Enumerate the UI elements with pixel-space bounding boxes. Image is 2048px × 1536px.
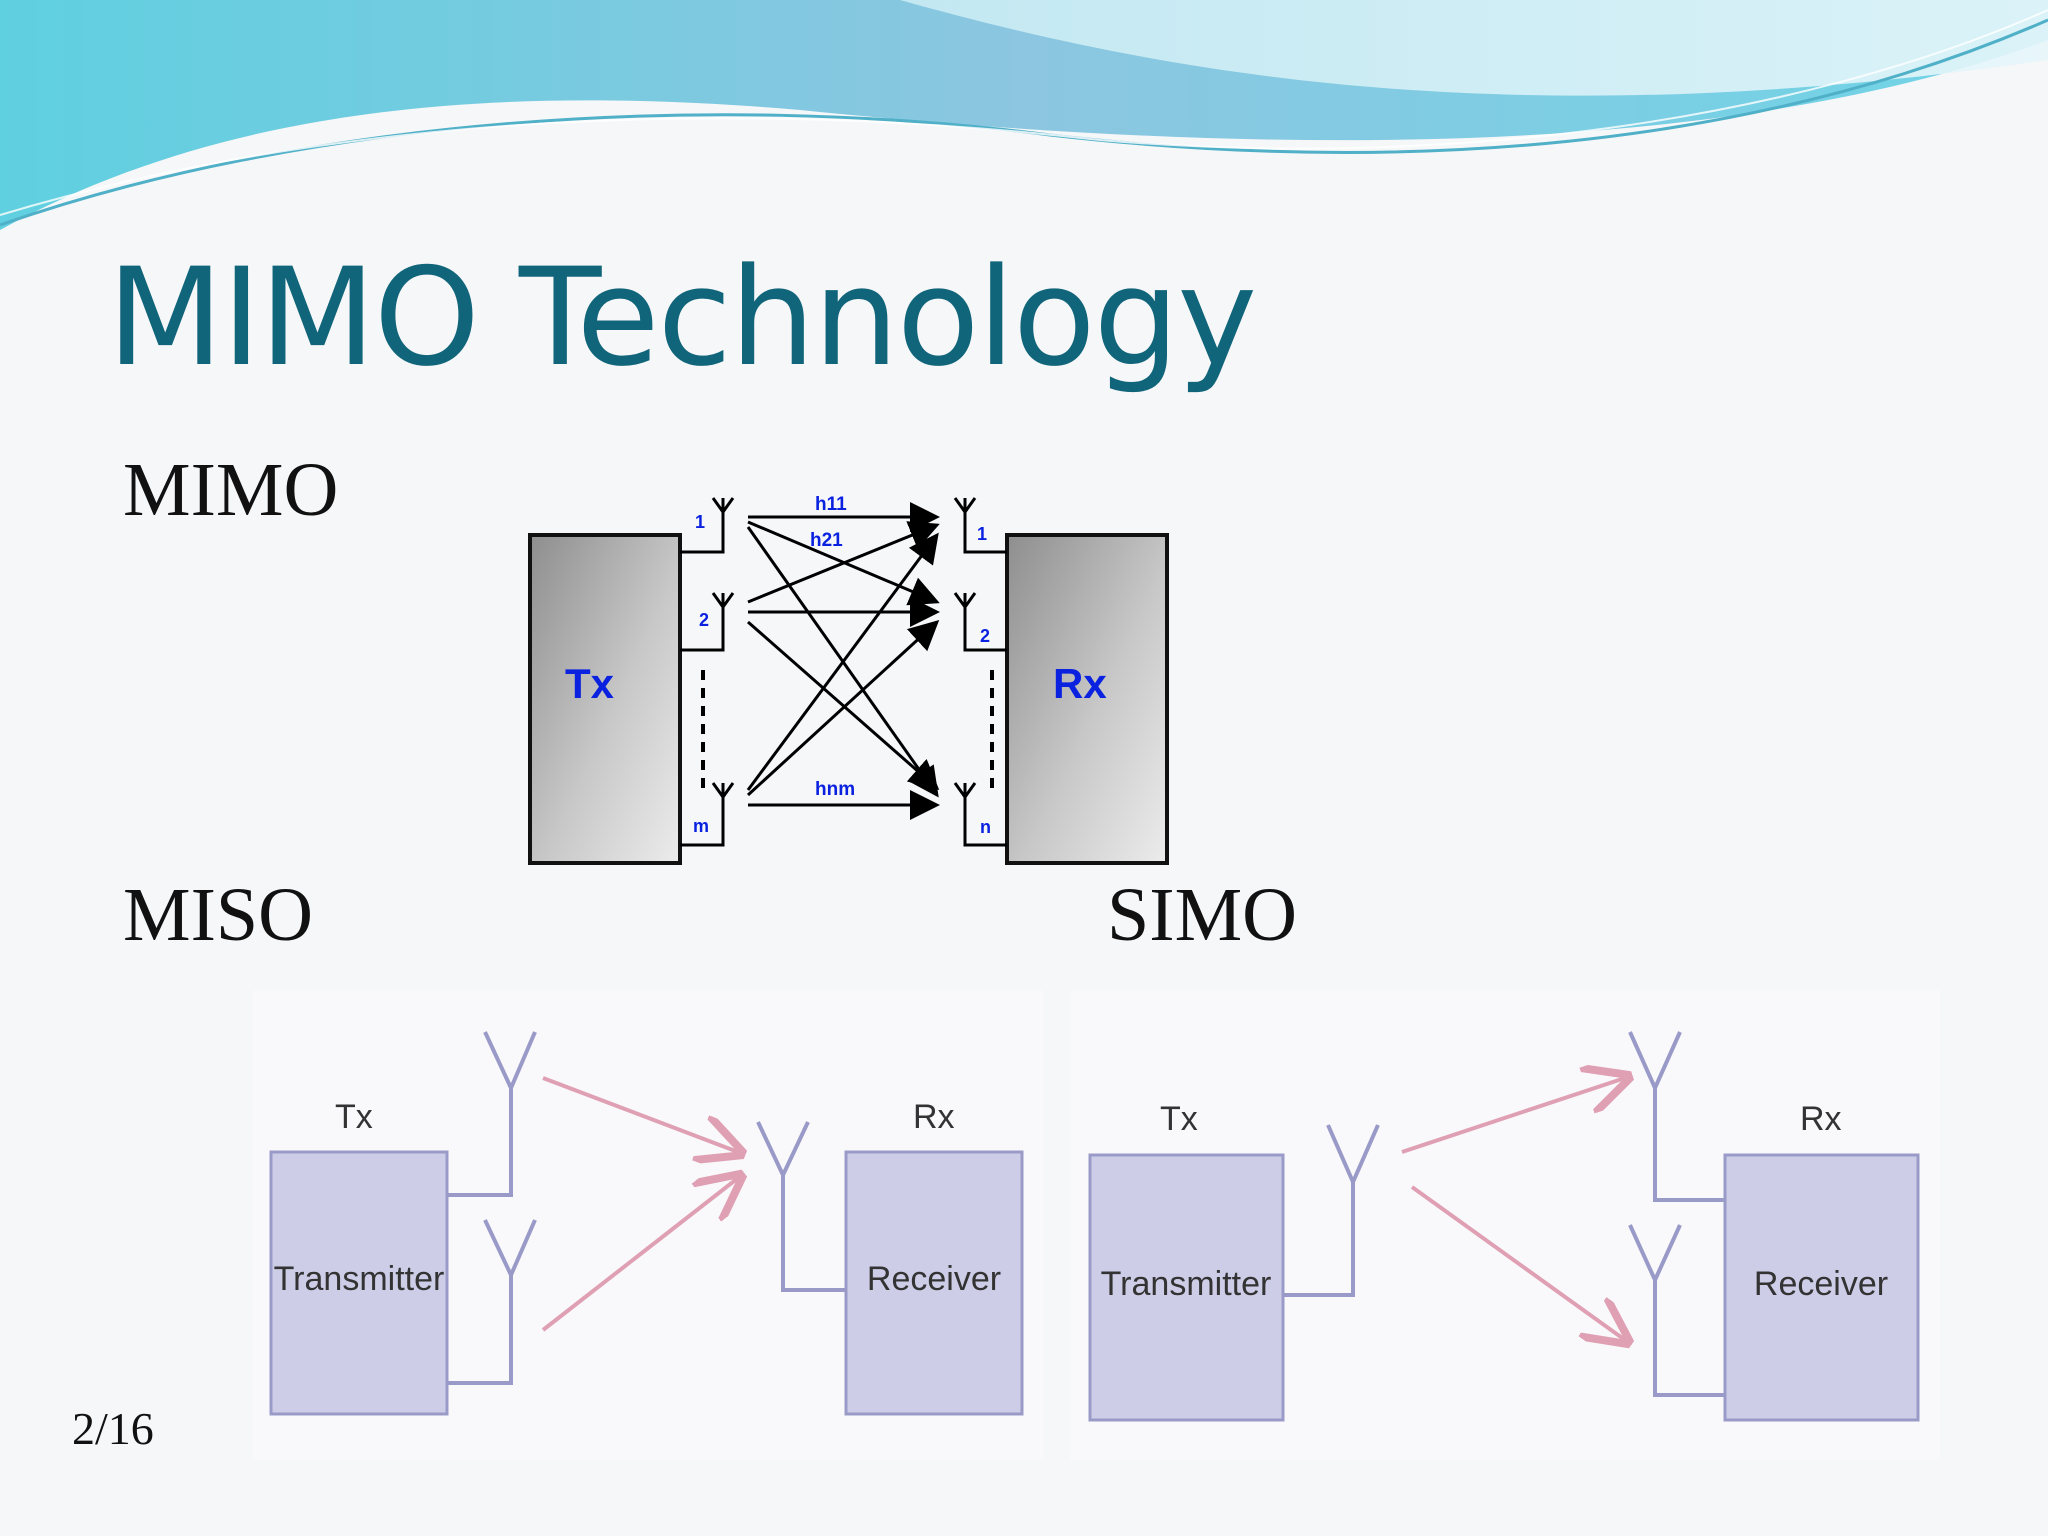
simo-signal-arrow-2 [1410, 1185, 1625, 1340]
section-label-miso: MISO [123, 873, 314, 957]
section-label-mimo: MIMO [123, 448, 339, 532]
rx-antenna-label-n: n [980, 817, 991, 837]
rx-antenna-1-icon [953, 497, 1007, 554]
miso-tx-heading: Tx [335, 1098, 373, 1136]
tx-antenna-label-2: 2 [699, 610, 709, 630]
rx-box [1005, 533, 1169, 865]
miso-tx-antenna-1-icon [447, 1031, 537, 1197]
miso-receiver-box [844, 1150, 1024, 1416]
slide-title: MIMO Technology [107, 239, 1257, 396]
simo-receiver-label: Receiver [1754, 1265, 1888, 1303]
simo-diagram: Tx Rx Transmitter Receiver [1070, 990, 1940, 1460]
simo-rx-antenna-1-icon [1628, 1031, 1725, 1202]
rx-antenna-label-2: 2 [980, 626, 990, 646]
rx-label: Rx [1053, 660, 1107, 707]
tx-antenna-2-icon [680, 592, 735, 652]
miso-signal-arrow-2 [541, 1178, 738, 1332]
simo-rx-antenna-2-icon [1628, 1224, 1725, 1397]
tx-antenna-m-icon [680, 782, 735, 847]
page-number: 2/16 [72, 1403, 154, 1454]
rx-antenna-n-icon [953, 782, 1007, 847]
rx-antenna-label-1: 1 [977, 524, 987, 544]
simo-tx-antenna-icon [1283, 1124, 1380, 1297]
miso-transmitter-label: Transmitter [274, 1260, 445, 1298]
simo-receiver-box [1723, 1153, 1920, 1422]
tx-antenna-label-1: 1 [695, 512, 705, 532]
tx-antenna-label-m: m [693, 816, 709, 836]
channel-arrows [746, 502, 940, 820]
miso-rx-antenna-icon [756, 1121, 846, 1292]
simo-transmitter-label: Transmitter [1101, 1265, 1272, 1303]
channel-label-hnm: hnm [815, 779, 855, 800]
miso-receiver-label: Receiver [867, 1260, 1001, 1298]
miso-tx-antenna-2-icon [447, 1219, 537, 1385]
miso-rx-heading: Rx [913, 1098, 955, 1136]
miso-diagram: Tx Rx Transmitter Receiver [253, 990, 1043, 1460]
mimo-diagram: Tx Rx 1 2 m 1 2 n h11 h21 hnm [528, 494, 1169, 865]
channel-label-h21: h21 [810, 530, 843, 551]
channel-label-h11: h11 [815, 494, 847, 515]
section-label-simo: SIMO [1107, 873, 1298, 957]
simo-tx-heading: Tx [1160, 1100, 1198, 1138]
tx-antenna-1-icon [680, 497, 735, 554]
tx-box [528, 533, 682, 865]
simo-rx-heading: Rx [1800, 1100, 1842, 1138]
miso-signal-arrow-1 [542, 1076, 738, 1152]
rx-antenna-2-icon [953, 592, 1007, 652]
simo-signal-arrow-1 [1401, 1078, 1625, 1154]
tx-label: Tx [565, 660, 615, 707]
header-wave [0, 0, 2048, 230]
miso-transmitter-box [269, 1150, 449, 1416]
simo-transmitter-box [1088, 1153, 1285, 1422]
